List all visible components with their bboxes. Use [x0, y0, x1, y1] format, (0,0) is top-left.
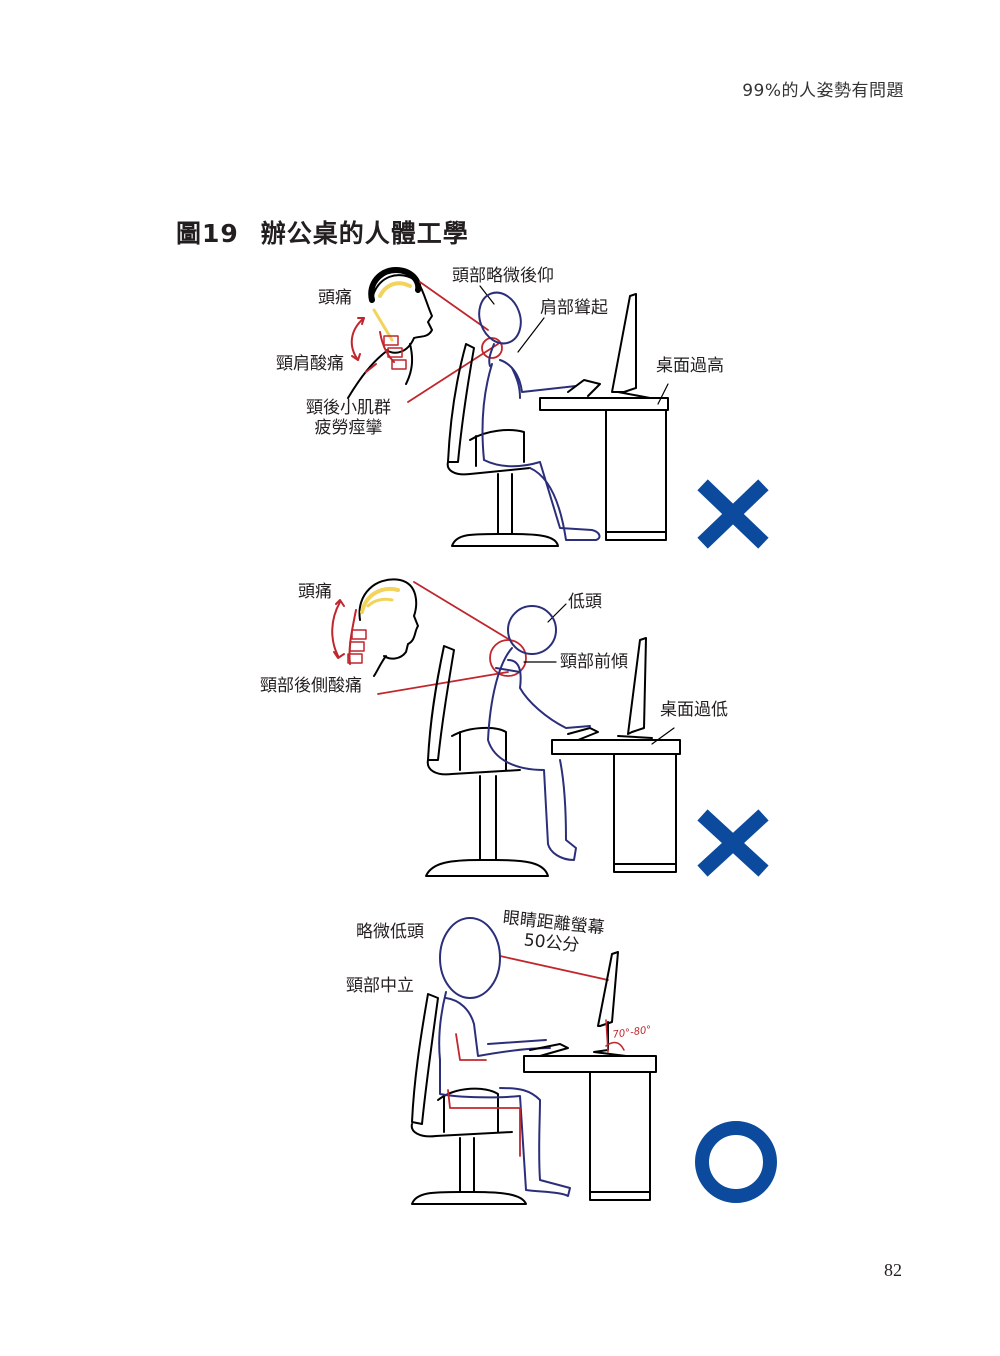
label-suboccipital-fatigue: 頸後小肌群 疲勞痙攣 [306, 398, 391, 439]
correct-mark [695, 1121, 777, 1203]
label-back-neck-pain: 頸部後側酸痛 [260, 676, 362, 696]
label-head-tilted-back: 頭部略微後仰 [452, 266, 554, 286]
running-header: 99%的人姿勢有問題 [742, 81, 904, 101]
label-neck-forward: 頸部前傾 [560, 652, 628, 672]
figure-caption: 辦公桌的人體工學 [260, 219, 469, 248]
label-neck-neutral: 頸部中立 [346, 976, 414, 996]
panel-correct-posture [410, 917, 777, 1205]
head-inset-tilted-back [347, 267, 433, 399]
label-slight-head-down: 略微低頭 [356, 922, 424, 942]
panel-desk-too-high [347, 267, 769, 549]
label-neck-shoulder-pain: 頸肩酸痛 [276, 354, 344, 374]
label-head-down: 低頭 [568, 592, 602, 612]
head-inset-tilted-down [331, 578, 419, 677]
wrong-mark [697, 809, 769, 877]
panel-desk-too-low [331, 578, 769, 877]
label-headache: 頭痛 [318, 288, 352, 308]
figure-title: 圖19 辦公桌的人體工學 [176, 214, 469, 250]
label-headache: 頭痛 [298, 582, 332, 602]
wrong-mark [697, 479, 769, 549]
label-desk-too-low: 桌面過低 [660, 700, 728, 720]
label-desk-too-high: 桌面過高 [656, 356, 724, 376]
label-suboccipital-line2: 疲勞痙攣 [314, 418, 383, 439]
page-number: 82 [884, 1260, 902, 1280]
figure-number: 圖19 [176, 219, 239, 248]
label-suboccipital-line1: 頸後小肌群 [306, 398, 391, 418]
label-shoulders-raised: 肩部聳起 [540, 298, 608, 318]
